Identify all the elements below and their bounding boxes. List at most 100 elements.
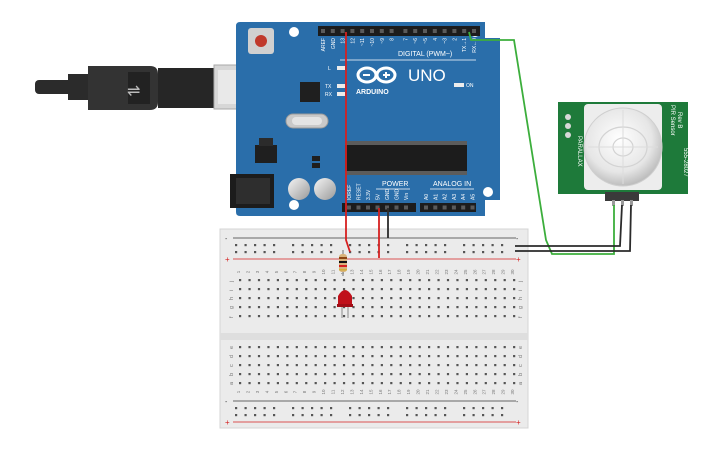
breadboard-hole[interactable]: [475, 382, 478, 385]
breadboard-hole[interactable]: [333, 346, 336, 349]
analog-pin[interactable]: [424, 205, 428, 210]
breadboard-hole[interactable]: [503, 288, 506, 291]
breadboard-hole[interactable]: [446, 364, 450, 367]
breadboard-hole[interactable]: [342, 279, 346, 282]
breadboard-hole[interactable]: [352, 315, 355, 318]
breadboard-hole[interactable]: [276, 279, 279, 282]
power-pin[interactable]: [394, 205, 399, 210]
digital-pin[interactable]: [330, 29, 335, 33]
breadboard-hole[interactable]: [342, 355, 346, 358]
power-pin[interactable]: [366, 205, 370, 210]
rail-hole[interactable]: [254, 407, 257, 410]
rail-hole[interactable]: [349, 414, 352, 417]
breadboard-hole[interactable]: [295, 279, 298, 282]
rail-hole[interactable]: [320, 244, 323, 247]
breadboard-hole[interactable]: [428, 355, 431, 358]
breadboard-hole[interactable]: [314, 279, 317, 282]
breadboard-hole[interactable]: [361, 373, 365, 376]
breadboard-hole[interactable]: [418, 315, 421, 318]
rail-hole[interactable]: [273, 414, 276, 417]
rail-hole[interactable]: [311, 414, 314, 417]
breadboard-hole[interactable]: [239, 373, 242, 376]
breadboard-hole[interactable]: [475, 315, 478, 318]
breadboard-hole[interactable]: [513, 315, 516, 318]
breadboard-hole[interactable]: [503, 297, 506, 300]
rail-hole[interactable]: [434, 244, 437, 247]
rail-hole[interactable]: [254, 251, 257, 254]
breadboard-hole[interactable]: [239, 315, 242, 318]
digital-pin[interactable]: [370, 29, 374, 33]
breadboard-hole[interactable]: [314, 315, 317, 318]
digital-pin[interactable]: [462, 29, 467, 33]
breadboard-hole[interactable]: [361, 355, 365, 358]
breadboard-hole[interactable]: [437, 382, 440, 385]
breadboard-hole[interactable]: [399, 355, 402, 358]
breadboard-hole[interactable]: [390, 382, 393, 385]
digital-pin[interactable]: [379, 29, 384, 33]
breadboard-hole[interactable]: [352, 279, 355, 282]
breadboard-hole[interactable]: [324, 288, 327, 291]
breadboard-hole[interactable]: [513, 288, 516, 291]
breadboard-hole[interactable]: [295, 315, 298, 318]
power-pin[interactable]: [385, 205, 389, 210]
breadboard-hole[interactable]: [465, 288, 468, 291]
breadboard-hole[interactable]: [409, 297, 412, 300]
breadboard-hole[interactable]: [428, 364, 431, 367]
rail-hole[interactable]: [263, 414, 266, 417]
rail-hole[interactable]: [482, 251, 485, 254]
analog-pin[interactable]: [451, 205, 456, 210]
breadboard-hole[interactable]: [257, 297, 261, 300]
breadboard-hole[interactable]: [239, 355, 242, 358]
breadboard-hole[interactable]: [475, 346, 478, 349]
rail-hole[interactable]: [415, 414, 418, 417]
breadboard-hole[interactable]: [380, 297, 383, 300]
breadboard-hole[interactable]: [437, 288, 440, 291]
breadboard-hole[interactable]: [305, 346, 308, 349]
rail-hole[interactable]: [434, 407, 437, 410]
rail-hole[interactable]: [387, 244, 390, 247]
breadboard-hole[interactable]: [494, 297, 497, 300]
breadboard-hole[interactable]: [418, 355, 421, 358]
rail-hole[interactable]: [377, 407, 380, 410]
digital-pin[interactable]: [403, 29, 408, 33]
breadboard-hole[interactable]: [456, 373, 459, 376]
breadboard-hole[interactable]: [295, 297, 298, 300]
breadboard-hole[interactable]: [380, 306, 383, 309]
breadboard-hole[interactable]: [371, 364, 374, 367]
rail-hole[interactable]: [330, 244, 333, 247]
breadboard-hole[interactable]: [305, 382, 308, 385]
rail-hole[interactable]: [320, 414, 323, 417]
breadboard-hole[interactable]: [267, 297, 270, 300]
rail-hole[interactable]: [244, 244, 247, 247]
breadboard-hole[interactable]: [267, 355, 270, 358]
breadboard-hole[interactable]: [314, 373, 317, 376]
rail-hole[interactable]: [273, 251, 276, 254]
breadboard-hole[interactable]: [390, 373, 393, 376]
breadboard-hole[interactable]: [305, 297, 308, 300]
breadboard-hole[interactable]: [399, 279, 402, 282]
breadboard-hole[interactable]: [286, 288, 289, 291]
breadboard-hole[interactable]: [371, 355, 374, 358]
rail-hole[interactable]: [491, 244, 494, 247]
breadboard-hole[interactable]: [324, 382, 327, 385]
rail-hole[interactable]: [377, 414, 380, 417]
rail-hole[interactable]: [501, 407, 504, 410]
rail-hole[interactable]: [425, 407, 428, 410]
breadboard-hole[interactable]: [380, 382, 383, 385]
breadboard-hole[interactable]: [342, 373, 346, 376]
rail-hole[interactable]: [263, 407, 266, 410]
digital-pin[interactable]: [321, 29, 325, 33]
breadboard-hole[interactable]: [456, 288, 459, 291]
power-pin[interactable]: [356, 205, 361, 210]
breadboard-hole[interactable]: [239, 364, 242, 367]
breadboard-hole[interactable]: [494, 279, 497, 282]
breadboard-hole[interactable]: [437, 306, 440, 309]
breadboard-hole[interactable]: [503, 279, 506, 282]
breadboard-hole[interactable]: [437, 373, 440, 376]
breadboard-hole[interactable]: [484, 279, 487, 282]
breadboard-hole[interactable]: [295, 364, 298, 367]
breadboard-hole[interactable]: [314, 306, 317, 309]
breadboard-hole[interactable]: [257, 364, 261, 367]
breadboard-hole[interactable]: [409, 288, 412, 291]
breadboard-hole[interactable]: [418, 382, 421, 385]
